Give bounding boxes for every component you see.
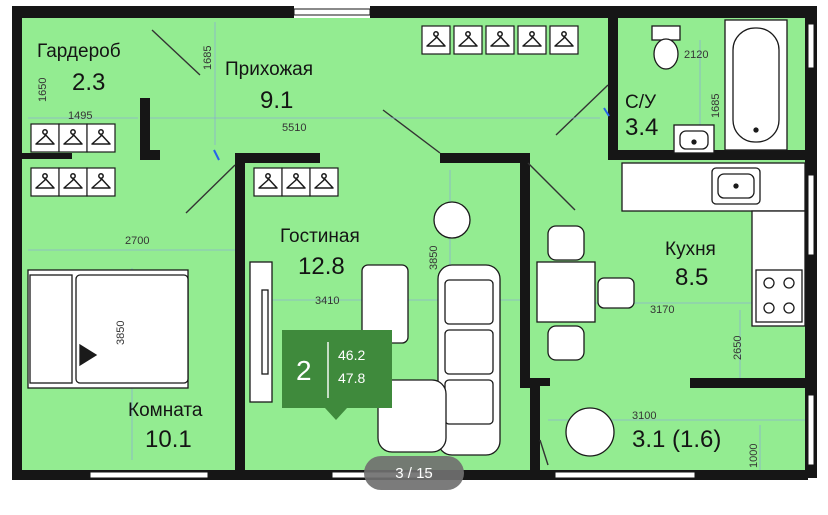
- dimension-label: 2120: [684, 49, 708, 61]
- door-hinges: [213, 107, 610, 161]
- room-name-bathroom: С/У: [625, 92, 657, 113]
- watermark: Avito: [739, 484, 789, 499]
- room-area-wardrobe: 2.3: [72, 69, 105, 96]
- badge-total-area: 47.8: [338, 370, 365, 386]
- top-window: [293, 8, 371, 16]
- room-name-hallway: Прихожая: [225, 59, 313, 80]
- bathtub-icon: [724, 19, 788, 151]
- room-name-living: Гостиная: [280, 226, 360, 247]
- sink-icon: [711, 167, 761, 205]
- interior-walls: [22, 18, 805, 478]
- gallery-counter-text: 3 / 15: [395, 465, 433, 482]
- chair-icon: [547, 225, 635, 361]
- badge-living-area: 46.2: [338, 347, 365, 363]
- room-name-wardrobe: Гардероб: [37, 41, 121, 62]
- hanger-icon: [59, 168, 87, 196]
- gallery-counter: 3 / 15: [364, 456, 464, 490]
- room-area-bedroom: 10.1: [145, 426, 192, 453]
- hanger-icon: [518, 26, 546, 54]
- hanger-icon: [87, 124, 115, 152]
- toilet-icon: [651, 25, 681, 70]
- dining-table-icon: [536, 261, 596, 323]
- dimension-label: 5510: [282, 122, 306, 134]
- badge-room-count: 2: [296, 355, 312, 386]
- dimension-label: 1000: [748, 444, 760, 468]
- dimension-label: 3850: [428, 246, 440, 270]
- avito-logo-icon: [739, 484, 753, 498]
- balcony-table: [565, 407, 615, 457]
- hanger-icon: [31, 168, 59, 196]
- room-name-bedroom: Комната: [128, 400, 203, 421]
- room-area-living: 12.8: [298, 253, 345, 280]
- dimension-label: 3850: [115, 321, 127, 345]
- door-swings: [151, 29, 609, 466]
- room-area-hallway: 9.1: [260, 87, 293, 114]
- stove-icon: [755, 269, 803, 323]
- hanger-icon: [310, 168, 338, 196]
- hanger-icon: [59, 124, 87, 152]
- hanger-icon: [31, 124, 59, 152]
- sink-icon: [673, 124, 715, 154]
- hanger-icon: [550, 26, 578, 54]
- room-name-kitchen: Кухня: [665, 239, 716, 260]
- watermark-text: Avito: [760, 484, 789, 499]
- hanger-icon: [422, 26, 450, 54]
- dimension-label: 1495: [68, 110, 92, 122]
- hanger-icon: [486, 26, 514, 54]
- dimension-label: 1650: [37, 78, 49, 102]
- dimension-label: 1685: [202, 46, 214, 70]
- dimension-label: 2700: [125, 235, 149, 247]
- dimension-label: 3170: [650, 304, 674, 316]
- dimension-label: 3100: [632, 410, 656, 422]
- dimension-label: 2650: [732, 336, 744, 360]
- room-area-balcony: 3.1 (1.6): [632, 426, 721, 453]
- chair-icon: [433, 201, 471, 239]
- hanger-icon: [87, 168, 115, 196]
- tv-stand: [249, 261, 273, 403]
- dimension-label: 1685: [710, 94, 722, 118]
- apartment-badge: 2 46.2 47.8: [282, 330, 392, 420]
- hanger-icon: [454, 26, 482, 54]
- hanger-icon: [254, 168, 282, 196]
- dimension-label: 3410: [315, 295, 339, 307]
- room-area-bathroom: 3.4: [625, 114, 658, 141]
- bed-icon: [27, 269, 189, 389]
- room-area-kitchen: 8.5: [675, 264, 708, 291]
- hanger-icon: [282, 168, 310, 196]
- right-windows: [807, 23, 815, 466]
- sofa-icon: [377, 264, 501, 456]
